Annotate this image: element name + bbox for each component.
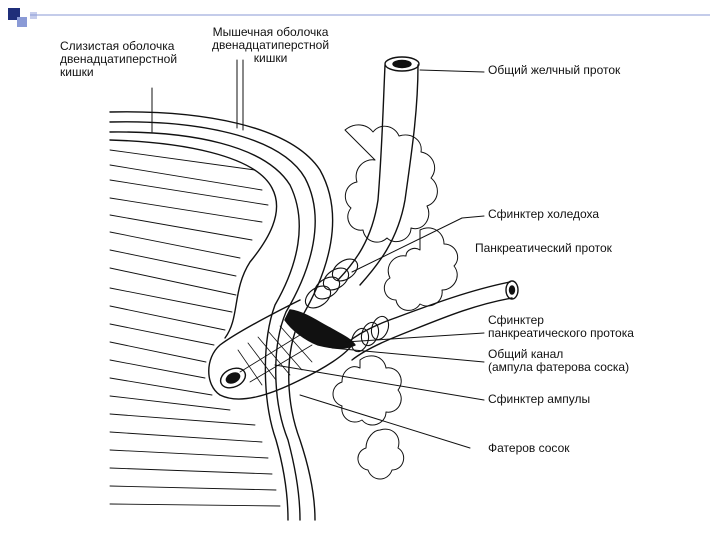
choledochal-sphincter-rings xyxy=(304,258,359,309)
common-bile-duct-tube-2 xyxy=(359,64,419,286)
label-pancreatic-duct: Панкреатический проток xyxy=(475,241,612,255)
pancreatic-sphincter-rings xyxy=(350,315,390,353)
label-pancreatic-duct-sphincter: Сфинктер панкреатического протока xyxy=(488,313,634,340)
label-common-channel: Общий канал (ампула фатерова соска) xyxy=(488,347,630,374)
label-duodenal-muscle: Мышечная оболочка двенадцатиперстной киш… xyxy=(212,25,330,65)
leader-lines xyxy=(151,59,485,449)
duodenal-wall-outer xyxy=(109,111,334,521)
pancreatic-duct-lumen xyxy=(505,280,519,300)
papilla-orifice xyxy=(219,367,247,389)
label-papilla-of-vater: Фатеров сосок xyxy=(488,441,570,455)
common-bile-duct-lumen xyxy=(384,56,420,72)
accent-square-light xyxy=(17,17,27,27)
label-duodenal-mucosa: Слизистая оболочка двенадцатиперстной ки… xyxy=(60,39,178,79)
ampulla-dark-channel xyxy=(284,309,356,349)
common-bile-duct-tube xyxy=(337,64,386,281)
pancreatic-duct-tube xyxy=(344,281,511,346)
label-choledochal-sphincter: Сфинктер холедоха xyxy=(488,207,600,221)
label-ampulla-sphincter: Сфинктер ампулы xyxy=(488,392,591,406)
duodenal-mucosa-edge xyxy=(109,139,278,339)
mucosal-folds xyxy=(109,149,281,507)
pancreatic-tissue xyxy=(344,124,438,243)
duodenal-wall-layer-3 xyxy=(109,131,300,521)
papilla-outline xyxy=(208,299,353,400)
ampulla-sphincter-hatching xyxy=(237,325,313,386)
duodenal-wall-layer-2 xyxy=(109,121,316,521)
slide-header-decoration xyxy=(8,8,710,27)
label-common-bile-duct: Общий желчный проток xyxy=(488,63,621,77)
